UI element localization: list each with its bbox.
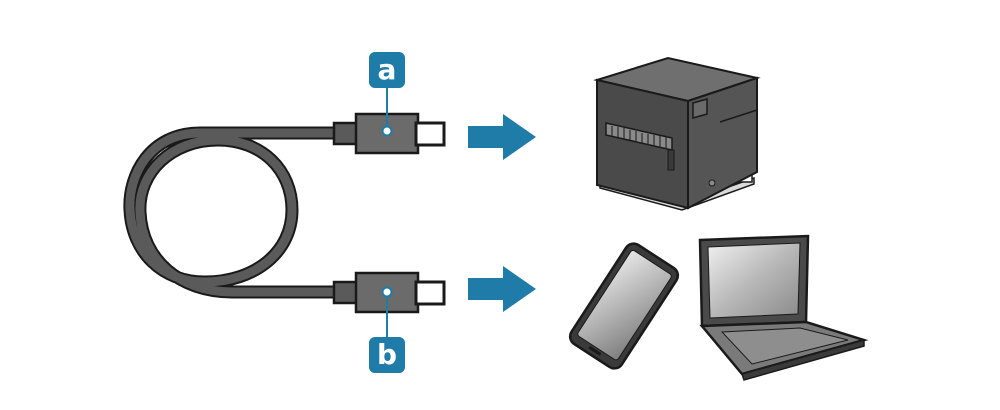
callout-b: b: [369, 286, 405, 373]
laptop-icon: [698, 234, 869, 381]
callout-b-label: b: [377, 338, 397, 371]
callout-a: a: [369, 52, 405, 137]
usb-c-cable-icon: [123, 112, 446, 314]
receipt-printer-icon: [593, 56, 761, 211]
right-arrow-icon: [468, 114, 536, 160]
callout-a-label: a: [378, 53, 397, 86]
right-arrow-icon: [468, 266, 536, 312]
smartphone-icon: [568, 242, 680, 370]
